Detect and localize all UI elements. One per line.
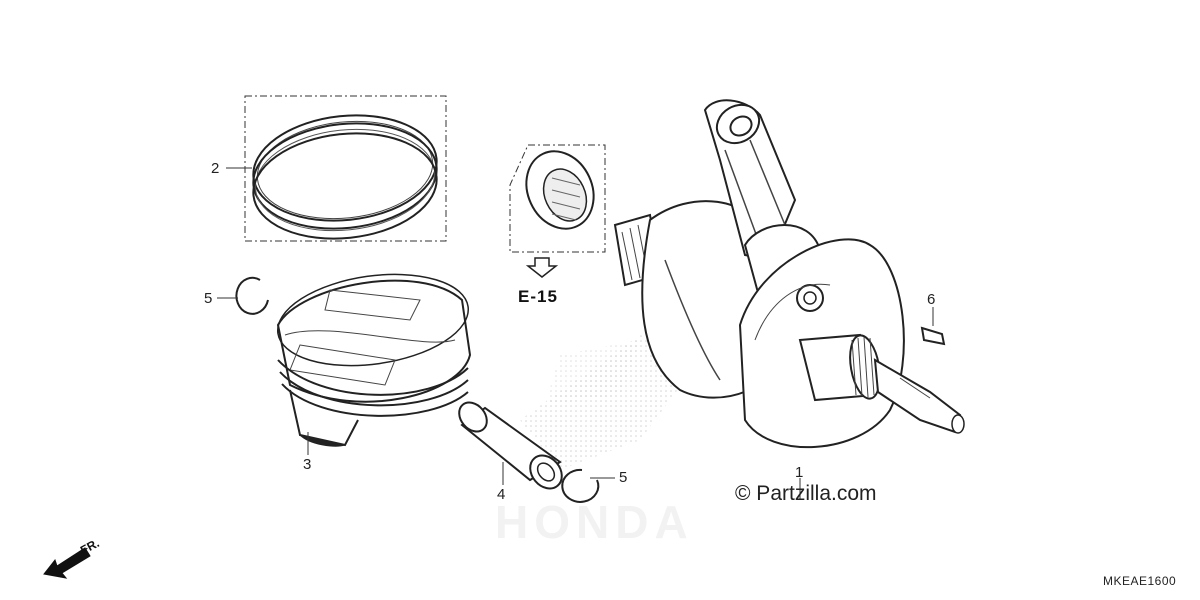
- piston-pin[interactable]: [454, 397, 569, 495]
- honda-watermark: HONDA: [495, 496, 694, 548]
- callout-5-left: 5: [204, 290, 213, 307]
- piston-pin-clip-right[interactable]: [561, 468, 600, 503]
- callout-3: 3: [303, 456, 312, 473]
- piston-pin-clip-left[interactable]: [235, 276, 269, 315]
- piston[interactable]: [272, 263, 474, 447]
- reference-arrow: [525, 257, 559, 278]
- callout-5-right: 5: [619, 469, 628, 486]
- crankshaft[interactable]: [613, 97, 965, 449]
- callout-2: 2: [211, 160, 220, 177]
- callout-6: 6: [927, 291, 936, 308]
- diagram-code: MKEAE1600: [1103, 574, 1177, 588]
- callout-1: 1: [795, 464, 804, 481]
- callout-4: 4: [497, 486, 506, 503]
- woodruff-key[interactable]: [920, 326, 946, 346]
- front-direction-arrow-icon: [43, 547, 91, 579]
- copyright-text: © Partzilla.com: [735, 482, 877, 505]
- piston-ring-set[interactable]: [244, 95, 447, 247]
- reference-label[interactable]: E-15: [518, 287, 558, 306]
- bearing-reference[interactable]: [509, 140, 606, 253]
